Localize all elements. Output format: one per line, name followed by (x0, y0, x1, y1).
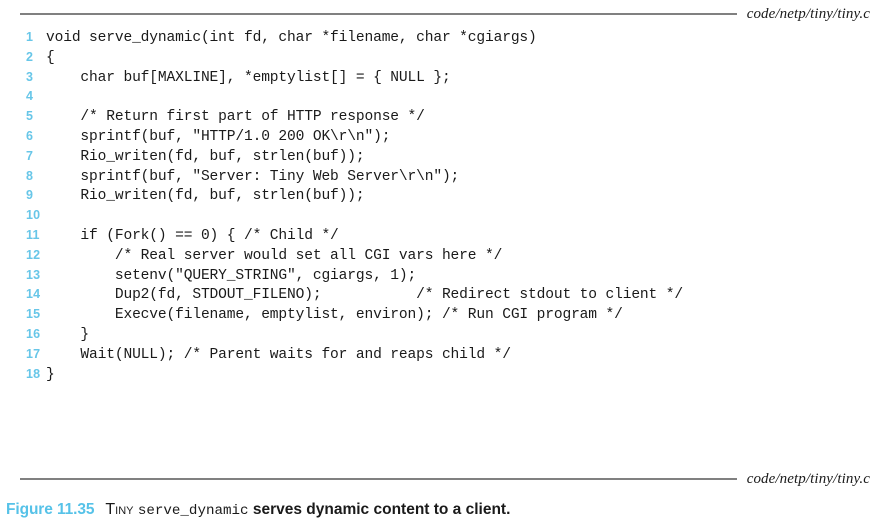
code-line-number: 8 (26, 168, 34, 183)
code-line: 3 char buf[MAXLINE], *emptylist[] = { NU… (0, 70, 881, 90)
code-line-number: 17 (26, 346, 41, 361)
code-line-number: 11 (26, 227, 40, 242)
code-line-text: Dup2(fd, STDOUT_FILENO); /* Redirect std… (46, 287, 683, 304)
horizontal-rule-bottom (20, 478, 737, 480)
code-line-number: 6 (26, 128, 34, 143)
code-line-text: sprintf(buf, "Server: Tiny Web Server\r\… (46, 168, 460, 185)
code-line: 5 /* Return first part of HTTP response … (0, 109, 881, 129)
code-line-number: 1 (26, 30, 34, 44)
horizontal-rule-top (20, 13, 737, 15)
code-line-number: 3 (26, 69, 34, 84)
code-line-number: 14 (26, 287, 41, 302)
code-line-text: Execve(filename, emptylist, environ); /*… (46, 307, 623, 324)
code-line-text: char buf[MAXLINE], *emptylist[] = { NULL… (46, 69, 451, 86)
code-listing: 1 void serve_dynamic(int fd, char *filena… (0, 30, 881, 386)
code-line: 16 } (0, 327, 881, 347)
figure-caption-label: Figure 11.35 (6, 501, 95, 518)
code-line: 4 (0, 89, 881, 109)
code-line: 9 Rio_writen(fd, buf, strlen(buf)); (0, 188, 881, 208)
code-line-text: /* Return first part of HTTP response */ (46, 109, 425, 126)
code-line-number: 16 (26, 326, 41, 341)
code-line-text: void serve_dynamic(int fd, char *filenam… (46, 30, 537, 46)
code-line-text: } (46, 326, 90, 343)
code-line: 12 /* Real server would set all CGI vars… (0, 248, 881, 268)
figure-top-rule-row: code/netp/tiny/tiny.c (20, 4, 870, 24)
source-path-top: code/netp/tiny/tiny.c (746, 5, 870, 22)
figure-caption-subject-mono: serve_dynamic (137, 503, 249, 519)
code-line: 10 (0, 208, 881, 228)
code-line-text: if (Fork() == 0) { /* Child */ (46, 227, 339, 244)
code-line: 2{ (0, 50, 881, 70)
code-line: 15 Execve(filename, emptylist, environ);… (0, 307, 881, 327)
code-line-text: } (46, 366, 55, 383)
code-line: 13 setenv("QUERY_STRING", cgiargs, 1); (0, 268, 881, 288)
code-line-text: { (46, 49, 55, 66)
code-line: 17 Wait(NULL); /* Parent waits for and r… (0, 347, 881, 367)
code-line: 7 Rio_writen(fd, buf, strlen(buf)); (0, 149, 881, 169)
code-line-text: sprintf(buf, "HTTP/1.0 200 OK\r\n"); (46, 128, 391, 145)
code-line: 11 if (Fork() == 0) { /* Child */ (0, 228, 881, 248)
figure-bottom-rule-row: code/netp/tiny/tiny.c (20, 469, 870, 489)
code-line-number: 15 (26, 307, 41, 322)
code-line: 8 sprintf(buf, "Server: Tiny Web Server\… (0, 169, 881, 189)
code-line-number: 18 (26, 366, 41, 381)
code-line-number: 9 (26, 188, 34, 203)
code-line-text: Wait(NULL); /* Parent waits for and reap… (46, 346, 511, 363)
code-line: 14 Dup2(fd, STDOUT_FILENO); /* Redirect … (0, 287, 881, 307)
source-path-bottom: code/netp/tiny/tiny.c (746, 470, 870, 487)
figure-caption: Figure 11.35 Tiny serve_dynamic serves dy… (6, 501, 876, 519)
code-line-number: 10 (26, 208, 41, 223)
code-line-number: 12 (26, 247, 41, 262)
code-line-number: 13 (26, 267, 41, 282)
code-line-text: Rio_writen(fd, buf, strlen(buf)); (46, 188, 365, 205)
code-line-text: Rio_writen(fd, buf, strlen(buf)); (46, 148, 365, 165)
code-line-text: setenv("QUERY_STRING", cgiargs, 1); (46, 267, 417, 284)
code-line-text: /* Real server would set all CGI vars he… (46, 247, 503, 264)
code-line: 18} (0, 367, 881, 387)
code-line-number: 2 (26, 49, 34, 64)
figure-caption-text: serves dynamic content to a client. (252, 501, 511, 518)
code-line-number: 5 (26, 109, 34, 124)
code-line-number: 4 (26, 89, 34, 104)
figure-caption-subject-smallcaps: Tiny (105, 501, 134, 518)
code-line: 1 void serve_dynamic(int fd, char *filena… (0, 30, 881, 50)
code-line: 6 sprintf(buf, "HTTP/1.0 200 OK\r\n"); (0, 129, 881, 149)
code-line-number: 7 (26, 148, 34, 163)
